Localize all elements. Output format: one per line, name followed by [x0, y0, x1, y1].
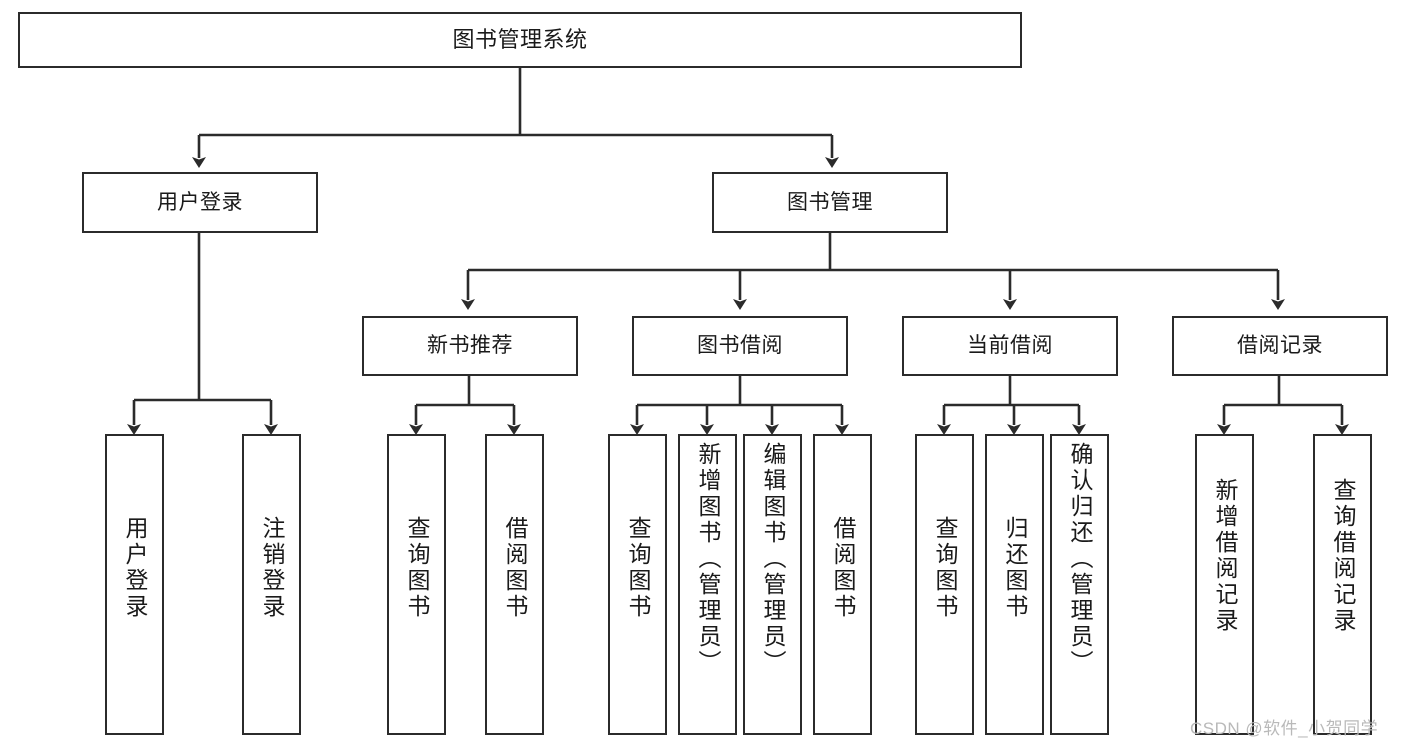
- node-label: 确认归还（管理员）: [1067, 442, 1093, 676]
- leaf-query-book-recommend[interactable]: 查询图书: [387, 434, 446, 735]
- node-label: 当前借阅: [967, 334, 1053, 358]
- node-label: 查询借阅记录: [1330, 478, 1356, 634]
- node-label: 借阅记录: [1237, 334, 1323, 358]
- node-label: 注销登录: [259, 516, 285, 620]
- leaf-confirm-return-admin[interactable]: 确认归还（管理员）: [1050, 434, 1109, 735]
- leaf-query-borrow-record[interactable]: 查询借阅记录: [1313, 434, 1372, 735]
- leaf-borrow-book[interactable]: 借阅图书: [813, 434, 872, 735]
- node-label: 新增借阅记录: [1212, 478, 1238, 634]
- node-new-book-recommend[interactable]: 新书推荐: [362, 316, 578, 376]
- node-label: 查询图书: [404, 516, 430, 620]
- leaf-add-borrow-record[interactable]: 新增借阅记录: [1195, 434, 1254, 735]
- node-label: 用户登录: [122, 516, 148, 620]
- node-user-login[interactable]: 用户登录: [82, 172, 318, 233]
- csdn-watermark: CSDN @软件_小贺同学: [1190, 719, 1379, 738]
- node-label: 借阅图书: [502, 516, 528, 620]
- node-label: 查询图书: [625, 516, 651, 620]
- leaf-logout[interactable]: 注销登录: [242, 434, 301, 735]
- node-label: 编辑图书（管理员）: [760, 442, 786, 676]
- node-label: 借阅图书: [830, 516, 856, 620]
- leaf-borrow-book-recommend[interactable]: 借阅图书: [485, 434, 544, 735]
- leaf-query-book-borrow[interactable]: 查询图书: [608, 434, 667, 735]
- node-root-system[interactable]: 图书管理系统: [18, 12, 1022, 68]
- node-current-borrow[interactable]: 当前借阅: [902, 316, 1118, 376]
- leaf-add-book-admin[interactable]: 新增图书（管理员）: [678, 434, 737, 735]
- leaf-return-book[interactable]: 归还图书: [985, 434, 1044, 735]
- node-label: 新增图书（管理员）: [695, 442, 721, 676]
- node-label: 新书推荐: [427, 334, 513, 358]
- node-label: 用户登录: [157, 190, 243, 214]
- node-borrow-record[interactable]: 借阅记录: [1172, 316, 1388, 376]
- node-book-management[interactable]: 图书管理: [712, 172, 948, 233]
- node-label: 归还图书: [1002, 516, 1028, 620]
- node-label: 图书管理: [787, 190, 873, 214]
- leaf-user-login[interactable]: 用户登录: [105, 434, 164, 735]
- node-book-borrow[interactable]: 图书借阅: [632, 316, 848, 376]
- node-label: 图书借阅: [697, 334, 783, 358]
- node-label: 图书管理系统: [452, 26, 588, 52]
- leaf-edit-book-admin[interactable]: 编辑图书（管理员）: [743, 434, 802, 735]
- node-label: 查询图书: [932, 516, 958, 620]
- leaf-query-book-current[interactable]: 查询图书: [915, 434, 974, 735]
